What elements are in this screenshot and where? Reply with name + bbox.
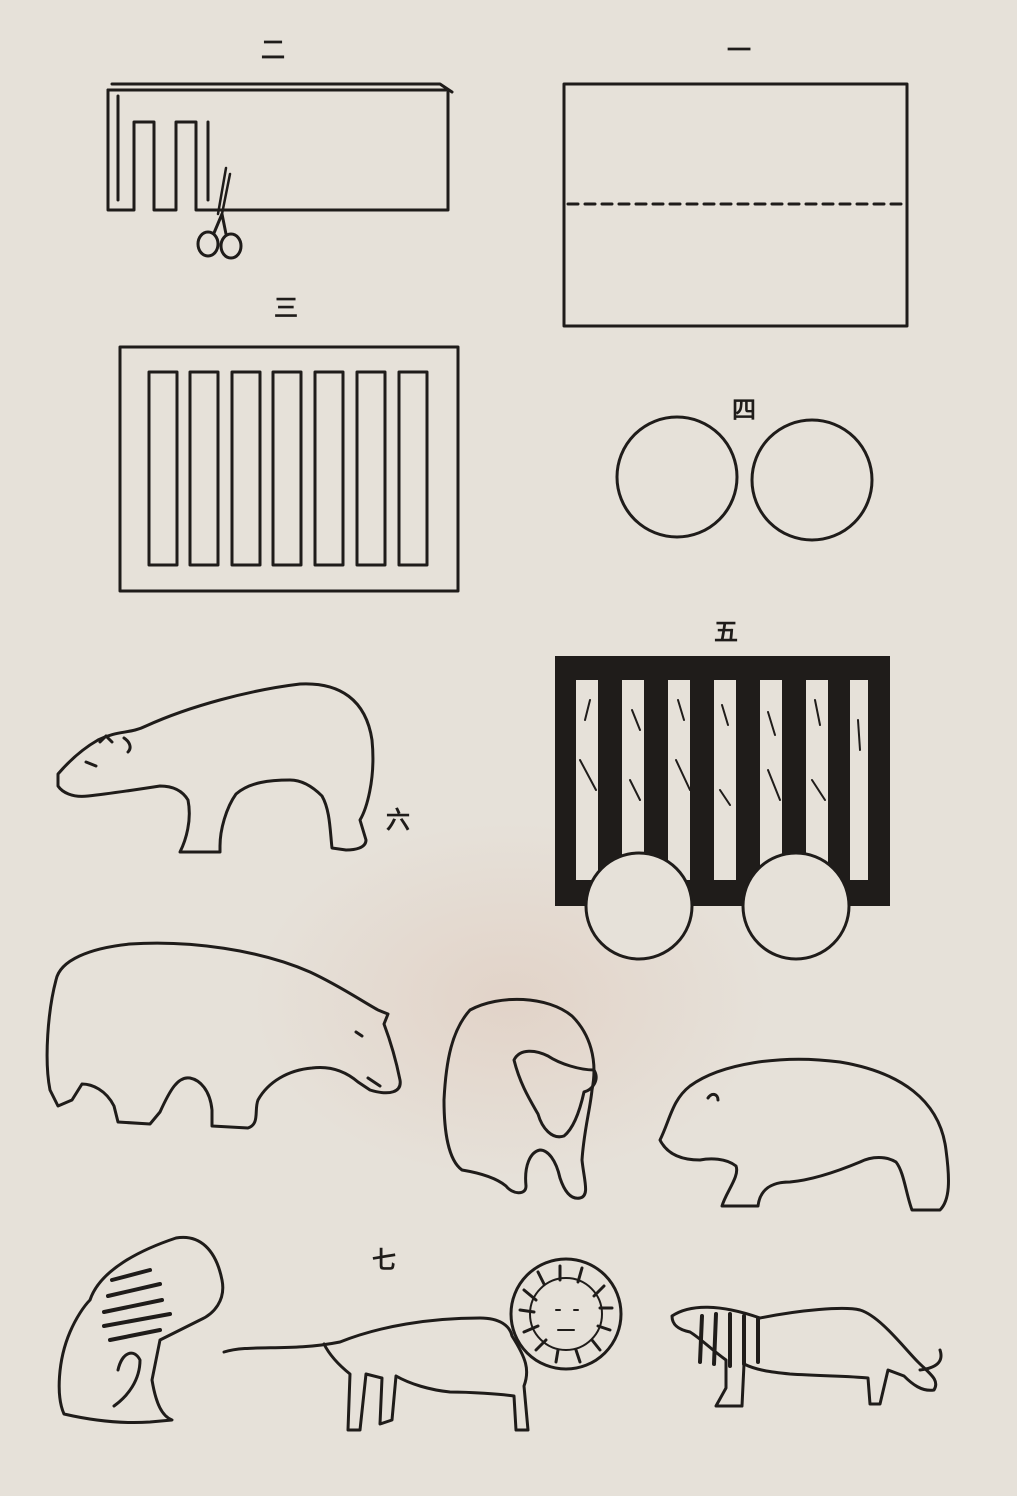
step-label-five: 五: [714, 620, 738, 644]
step-label-six: 六: [386, 808, 410, 832]
paper-cut-with-scissors-icon: [108, 84, 452, 258]
step-label-three: 三: [274, 296, 298, 320]
polar-bear-icon: [58, 684, 373, 852]
two-wheels-icon: [617, 417, 872, 540]
folded-paper-sheet-icon: [564, 84, 907, 326]
step-label-seven: 七: [372, 1248, 396, 1272]
step-label-two: 二: [261, 38, 285, 62]
cage-frame-icon: [120, 347, 458, 591]
step-label-four: 四: [732, 398, 756, 422]
lion-silhouettes-icon: [59, 1237, 941, 1430]
bear-silhouettes-icon: [47, 943, 948, 1210]
animal-cage-wagon-icon: [555, 656, 890, 959]
step-label-one: 一: [727, 38, 751, 62]
